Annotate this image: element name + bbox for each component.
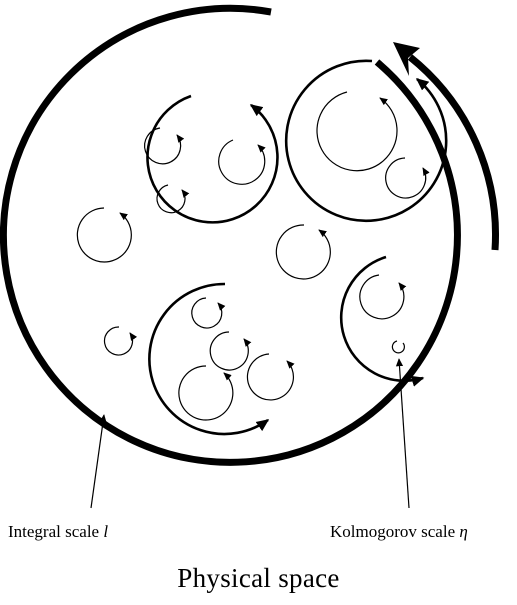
small-eddy (103, 326, 138, 356)
integral-eddy-arc (0, 4, 461, 466)
small-eddy (275, 224, 331, 280)
kolmogorov-scale-text: Kolmogorov scale (330, 522, 456, 541)
medium-eddy-bottom-right (339, 255, 425, 387)
kolmogorov-eddy (391, 340, 405, 354)
small-eddy (385, 157, 430, 199)
integral-eddy-arrowhead (393, 42, 420, 76)
integral-scale-label: Integral scale l (8, 522, 108, 542)
medium-eddy-top-left (144, 94, 279, 224)
medium-eddy-bottom (148, 282, 295, 436)
kolmogorov-scale-pointer (395, 358, 410, 509)
small-eddy (76, 207, 132, 263)
medium-eddy-top-right (284, 59, 448, 223)
small-eddy (246, 353, 295, 401)
free-eddies (76, 207, 331, 356)
small-eddy (316, 91, 398, 172)
kolmogorov-scale-label: Kolmogorov scale η (330, 522, 468, 542)
integral-scale-eddy (0, 4, 499, 466)
small-eddy (178, 365, 234, 421)
integral-eddy-arc-head (407, 54, 499, 251)
kolmogorov-scale-symbol: η (459, 522, 468, 541)
integral-scale-pointer (90, 414, 107, 509)
figure-caption: Physical space (177, 563, 340, 593)
integral-scale-symbol: l (103, 522, 109, 541)
small-eddy (359, 274, 407, 320)
small-eddy (191, 297, 226, 329)
small-eddy (144, 127, 185, 165)
small-eddy (218, 139, 266, 185)
integral-scale-text: Integral scale (8, 522, 100, 541)
small-eddy (156, 184, 190, 214)
small-eddy (209, 331, 252, 371)
